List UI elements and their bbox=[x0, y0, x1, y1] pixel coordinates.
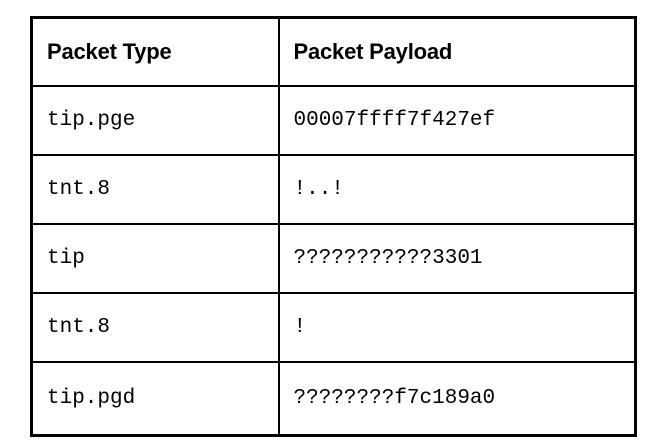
cell-packet-type: tip.pge bbox=[30, 85, 280, 156]
table-row: tip.pgd ????????f7c189a0 bbox=[30, 361, 637, 437]
packet-table-container: Packet Type Packet Payload tip.pge 00007… bbox=[30, 16, 637, 437]
table-row: tip.pge 00007ffff7f427ef bbox=[30, 85, 637, 156]
table-header: Packet Type Packet Payload bbox=[30, 16, 637, 87]
cell-packet-type: tnt.8 bbox=[30, 154, 280, 225]
cell-packet-type: tnt.8 bbox=[30, 292, 280, 363]
cell-packet-type: tip bbox=[30, 223, 280, 294]
cell-packet-payload: ???????????3301 bbox=[277, 223, 637, 294]
column-header-packet-type: Packet Type bbox=[30, 16, 280, 87]
packet-capture-table: Packet Type Packet Payload tip.pge 00007… bbox=[30, 16, 637, 437]
cell-packet-type: tip.pgd bbox=[30, 361, 280, 437]
column-header-packet-payload: Packet Payload bbox=[277, 16, 637, 87]
table-row: tnt.8 ! bbox=[30, 292, 637, 363]
cell-packet-payload: 00007ffff7f427ef bbox=[277, 85, 637, 156]
cell-packet-payload: ????????f7c189a0 bbox=[277, 361, 637, 437]
cell-packet-payload: ! bbox=[277, 292, 637, 363]
table-header-row: Packet Type Packet Payload bbox=[30, 16, 637, 87]
table-row: tnt.8 !..! bbox=[30, 154, 637, 225]
table-row: tip ???????????3301 bbox=[30, 223, 637, 294]
table-body: tip.pge 00007ffff7f427ef tnt.8 !..! tip … bbox=[30, 85, 637, 437]
cell-packet-payload: !..! bbox=[277, 154, 637, 225]
